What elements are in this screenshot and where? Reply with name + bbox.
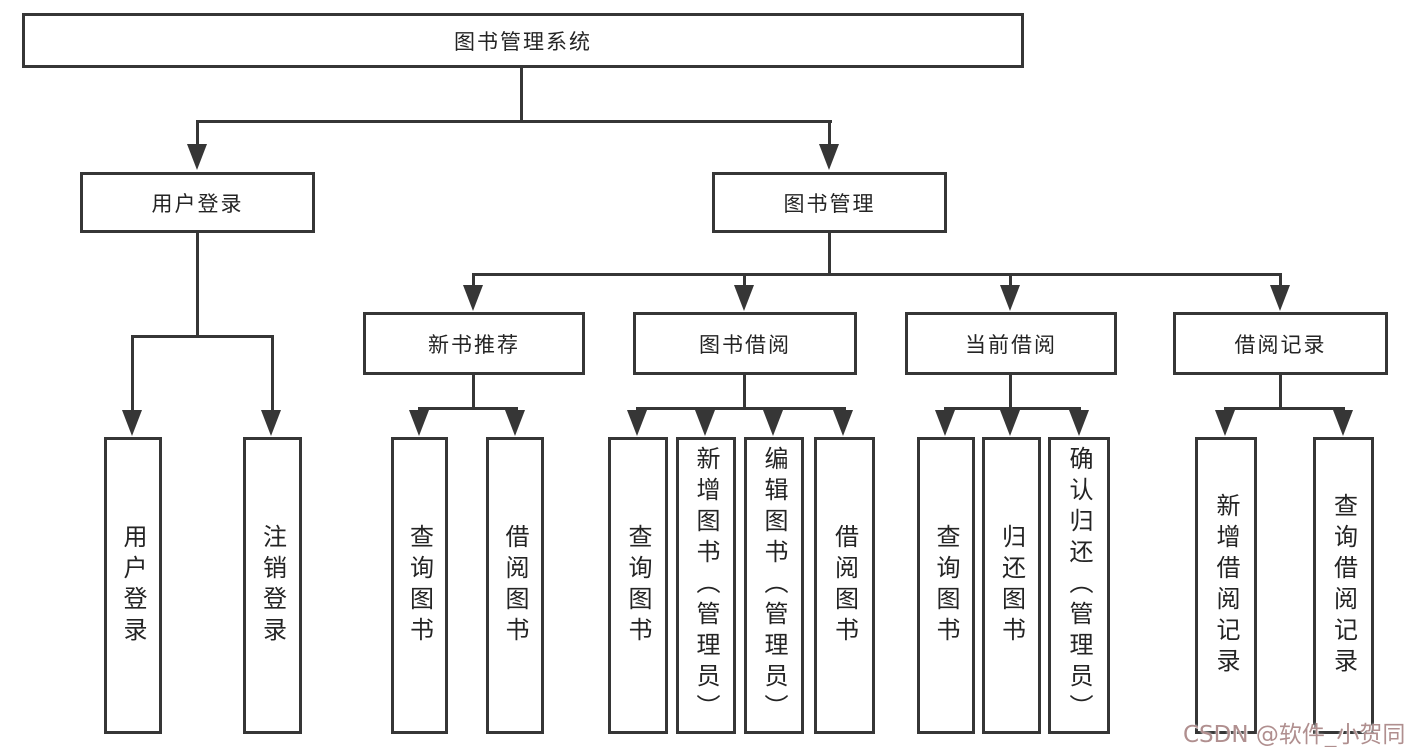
arrow-down-icon bbox=[1215, 410, 1235, 436]
arrow-down-icon bbox=[1270, 285, 1290, 311]
node-book-management: 图书管理 bbox=[712, 172, 947, 233]
connector-drop bbox=[1009, 273, 1012, 289]
node-user-login: 用户登录 bbox=[80, 172, 315, 233]
arrow-down-icon bbox=[261, 410, 281, 436]
arrow-down-icon bbox=[1000, 410, 1020, 436]
connector-drop bbox=[472, 273, 475, 289]
connector-mgmt-trunk bbox=[828, 233, 831, 276]
connector-drop bbox=[828, 120, 831, 148]
arrow-down-icon bbox=[187, 144, 207, 170]
leaf-query-books-borrow: 查询图书 bbox=[608, 437, 668, 734]
node-root-system: 图书管理系统 bbox=[22, 13, 1024, 68]
leaf-return-books: 归还图书 bbox=[982, 437, 1041, 734]
connector-trunk bbox=[1279, 375, 1282, 410]
csdn-watermark: CSDN @软件_小贺同学 bbox=[1183, 722, 1405, 747]
leaf-confirm-return-admin: 确认归还（管理员） bbox=[1048, 437, 1110, 734]
arrow-down-icon bbox=[409, 410, 429, 436]
connector-login-bar bbox=[131, 335, 274, 338]
connector-trunk bbox=[472, 375, 475, 410]
node-new-book-recommend: 新书推荐 bbox=[363, 312, 585, 375]
leaf-edit-books-admin: 编辑图书（管理员） bbox=[744, 437, 804, 734]
node-current-borrow: 当前借阅 bbox=[905, 312, 1117, 375]
node-book-borrow: 图书借阅 bbox=[633, 312, 857, 375]
arrow-down-icon bbox=[1333, 410, 1353, 436]
arrow-down-icon bbox=[1069, 410, 1089, 436]
connector-drop bbox=[271, 335, 274, 413]
arrow-down-icon bbox=[819, 144, 839, 170]
connector-trunk bbox=[1009, 375, 1012, 410]
connector-mgmt-bar bbox=[472, 273, 1282, 276]
leaf-add-books-admin: 新增图书（管理员） bbox=[676, 437, 736, 734]
connector-drop bbox=[131, 335, 134, 413]
connector-root-trunk bbox=[520, 67, 523, 121]
connector-drop bbox=[196, 120, 199, 148]
connector-bar bbox=[636, 407, 846, 410]
leaf-borrow-books-recommend: 借阅图书 bbox=[486, 437, 544, 734]
connector-drop bbox=[1279, 273, 1282, 289]
connector-login-trunk bbox=[196, 233, 199, 337]
connector-bar bbox=[418, 407, 518, 410]
connector-bar bbox=[1224, 407, 1345, 410]
arrow-down-icon bbox=[627, 410, 647, 436]
node-borrow-records: 借阅记录 bbox=[1173, 312, 1388, 375]
arrow-down-icon bbox=[695, 410, 715, 436]
arrow-down-icon bbox=[935, 410, 955, 436]
leaf-add-borrow-record: 新增借阅记录 bbox=[1195, 437, 1257, 734]
arrow-down-icon bbox=[463, 285, 483, 311]
arrow-down-icon bbox=[833, 410, 853, 436]
arrow-down-icon bbox=[734, 285, 754, 311]
connector-root-bar bbox=[196, 120, 832, 123]
arrow-down-icon bbox=[763, 410, 783, 436]
connector-bar bbox=[944, 407, 1081, 410]
leaf-borrow-books: 借阅图书 bbox=[814, 437, 875, 734]
leaf-query-books-current: 查询图书 bbox=[917, 437, 975, 734]
arrow-down-icon bbox=[122, 410, 142, 436]
leaf-user-login: 用户登录 bbox=[104, 437, 162, 734]
arrow-down-icon bbox=[505, 410, 525, 436]
connector-trunk bbox=[743, 375, 746, 410]
arrow-down-icon bbox=[1000, 285, 1020, 311]
leaf-logout: 注销登录 bbox=[243, 437, 302, 734]
leaf-query-borrow-record: 查询借阅记录 bbox=[1313, 437, 1374, 734]
connector-drop bbox=[743, 273, 746, 289]
leaf-query-books-recommend: 查询图书 bbox=[391, 437, 448, 734]
